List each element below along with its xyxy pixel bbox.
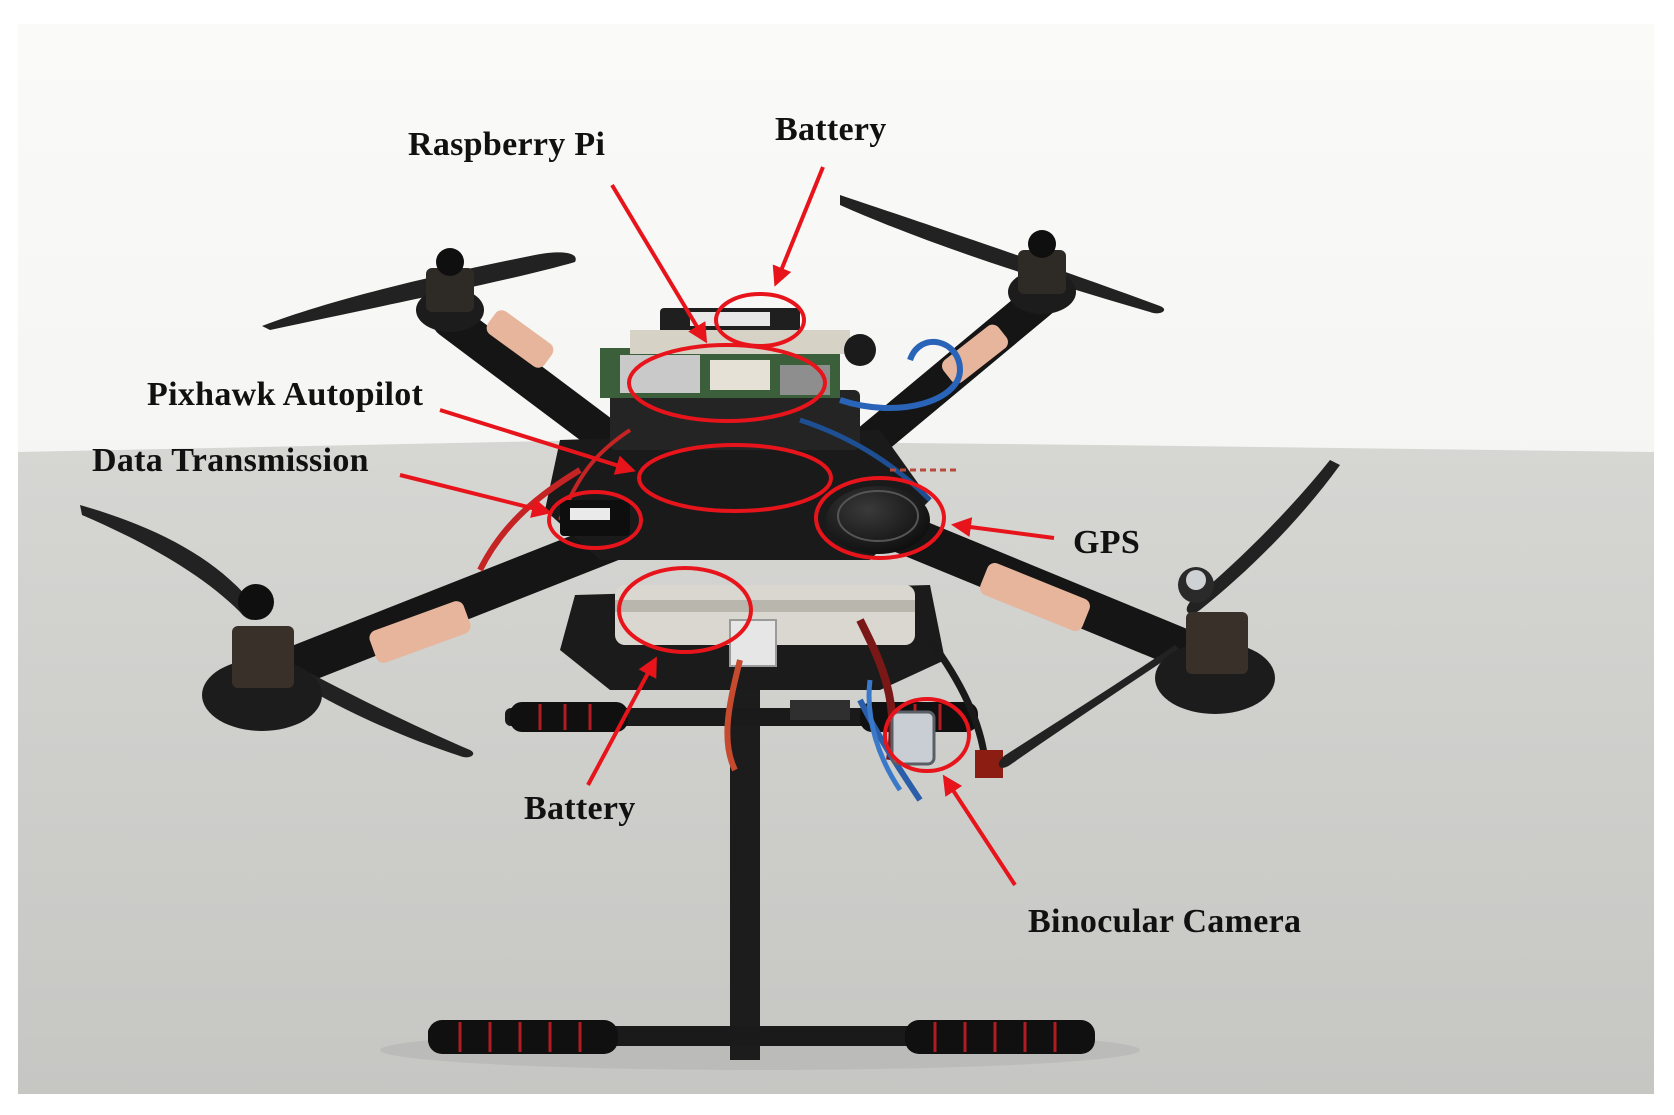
annotation-circles: [547, 292, 971, 773]
propellers: [80, 195, 1340, 768]
label-gps: GPS: [1073, 524, 1141, 561]
label-battery-top: Battery: [775, 111, 887, 148]
arrow-data-transmission: [399, 473, 552, 518]
circle-raspberry-pi: [627, 343, 827, 423]
label-pixhawk-autopilot: Pixhawk Autopilot: [147, 376, 424, 413]
circle-binocular-camera: [883, 697, 971, 773]
circle-pixhawk: [637, 443, 833, 513]
binocular-camera: [857, 637, 1003, 802]
label-raspberry-pi: Raspberry Pi: [408, 126, 606, 163]
motors: [202, 230, 1275, 731]
label-data-transmission: Data Transmission: [92, 442, 369, 479]
arrow-battery-top: [772, 166, 825, 287]
circle-data-transmission: [547, 490, 643, 550]
arrow-binocular-camera: [942, 774, 1017, 887]
arrow-pixhawk: [439, 408, 636, 475]
annotation-arrows: [399, 166, 1055, 887]
arrow-gps: [951, 517, 1055, 540]
circle-battery-bottom: [617, 566, 753, 654]
label-battery-bottom: Battery: [524, 790, 636, 827]
label-binocular-camera: Binocular Camera: [1028, 903, 1302, 940]
arrow-battery-bottom: [586, 656, 657, 786]
circle-gps: [814, 476, 946, 560]
arrow-raspberry-pi: [610, 183, 708, 344]
